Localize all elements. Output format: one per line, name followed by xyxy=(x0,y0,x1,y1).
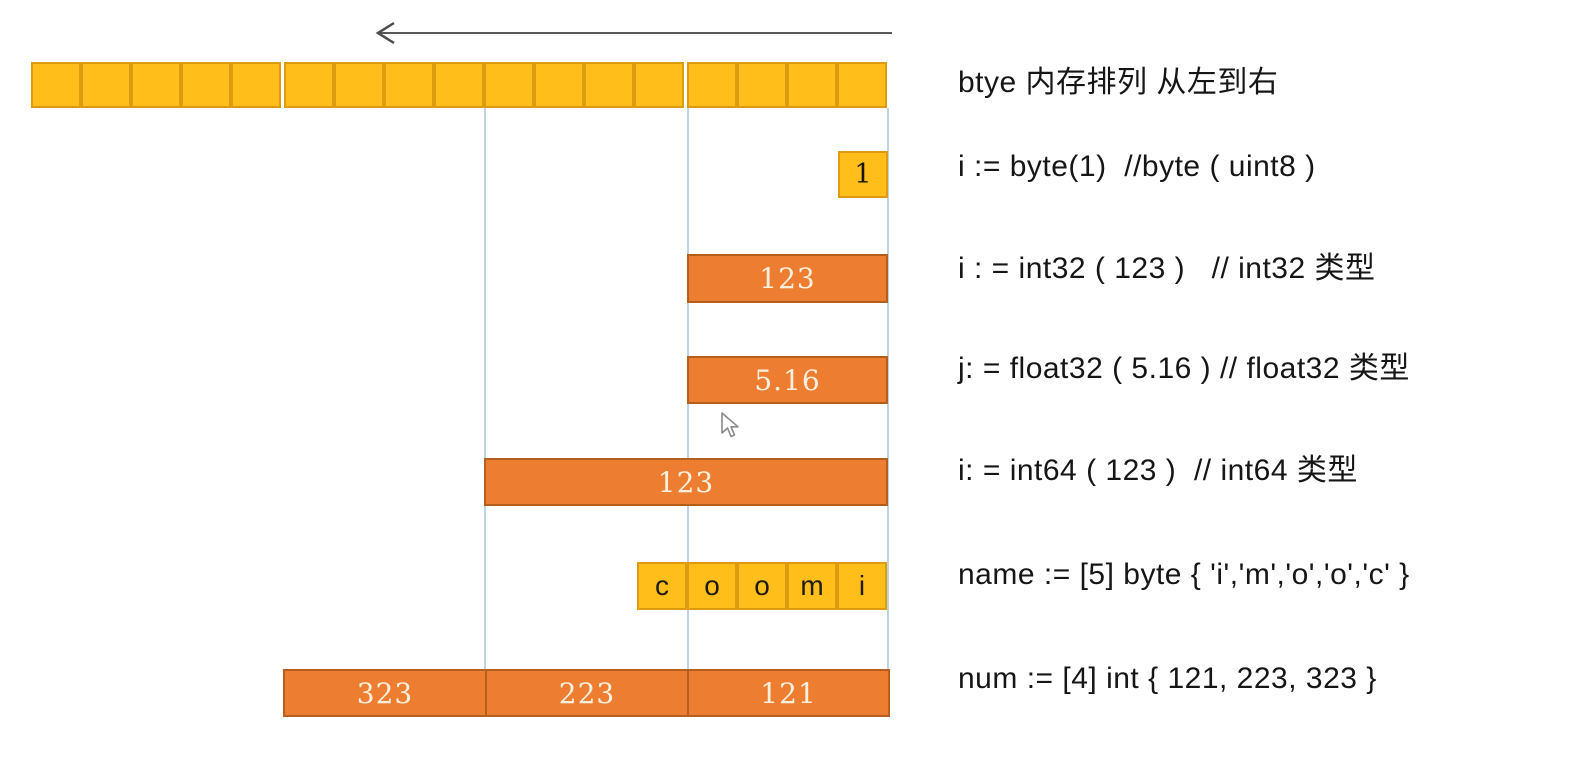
byte-cell xyxy=(181,62,231,108)
annotation-title: btye 内存排列 从左到右 xyxy=(958,66,1279,99)
byte-cell xyxy=(434,62,484,108)
num-segment-label: 323 xyxy=(356,676,414,710)
name-byte-cell-label: o xyxy=(754,570,770,601)
annotation-int64-line: i: = int64 ( 123 ) // int64 类型 xyxy=(958,454,1358,487)
annotation-float32-line: j: = float32 ( 5.16 ) // float32 类型 xyxy=(958,352,1410,385)
annotation-name-line: name := [5] byte { 'i','m','o','o','c' } xyxy=(958,558,1410,591)
name-byte-cell: o xyxy=(687,562,737,610)
num-segment: 121 xyxy=(687,669,890,717)
int32-bar-label: 123 xyxy=(759,262,816,295)
name-byte-cell: i xyxy=(837,562,887,610)
num-segment-label: 121 xyxy=(760,676,817,710)
name-byte-cell-label: m xyxy=(800,570,824,601)
byte-cell xyxy=(634,62,684,108)
name-byte-cell: c xyxy=(637,562,687,610)
float32-bar: 5.16 xyxy=(687,356,888,404)
byte-cell xyxy=(131,62,181,108)
byte-cell xyxy=(687,62,737,108)
float32-bar-label: 5.16 xyxy=(754,363,821,397)
byte-cell xyxy=(584,62,634,108)
byte-cell xyxy=(231,62,281,108)
byte-cell xyxy=(837,62,887,108)
name-byte-cell-label: o xyxy=(704,570,720,601)
annotation-int32-line: i : = int32 ( 123 ) // int32 类型 xyxy=(958,252,1376,285)
annotation-num-line: num := [4] int { 121, 223, 323 } xyxy=(958,662,1377,695)
num-segment: 223 xyxy=(485,669,689,717)
mouse-cursor-icon xyxy=(721,412,739,438)
byte-cell xyxy=(81,62,131,108)
left-arrow-icon xyxy=(375,21,892,45)
name-byte-cell: m xyxy=(787,562,837,610)
num-segment-label: 223 xyxy=(558,676,616,710)
byte-cell xyxy=(534,62,584,108)
byte-cell xyxy=(737,62,787,108)
byte-cell xyxy=(484,62,534,108)
guide-line-right-edge xyxy=(887,108,889,669)
byte-cell xyxy=(284,62,334,108)
name-byte-cell: o xyxy=(737,562,787,610)
byte-cell xyxy=(334,62,384,108)
byte-cell xyxy=(31,62,81,108)
byte-cell xyxy=(787,62,837,108)
num-segment: 323 xyxy=(283,669,487,717)
byte-value-label: 1 xyxy=(854,159,872,190)
byte-value-box: 1 xyxy=(838,151,888,198)
annotation-byte-line: i := byte(1) //byte ( uint8 ) xyxy=(958,150,1316,183)
guide-line-8byte xyxy=(484,108,486,669)
name-byte-cell-label: i xyxy=(858,570,866,601)
int32-bar: 123 xyxy=(687,254,888,303)
byte-cell xyxy=(384,62,434,108)
int64-bar-label: 123 xyxy=(657,465,715,499)
name-byte-cell-label: c xyxy=(655,570,669,601)
int64-bar: 123 xyxy=(484,458,888,506)
